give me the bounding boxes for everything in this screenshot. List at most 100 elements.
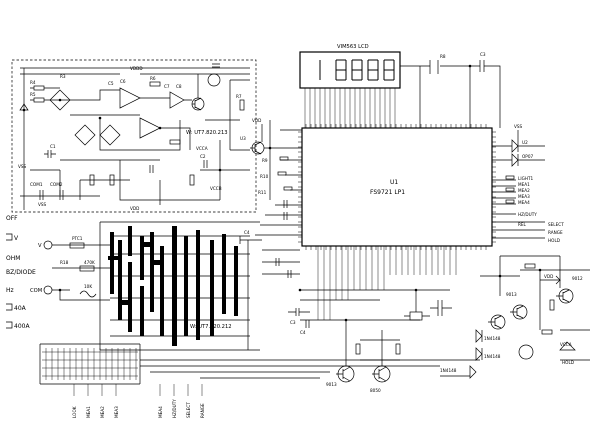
c7-label: C4 <box>300 330 306 335</box>
junction-dots <box>22 64 542 322</box>
lcd-pin-leads <box>304 88 396 128</box>
buzzer-br <box>559 341 590 361</box>
signal-wires-d <box>30 169 161 205</box>
r-bottom-a <box>355 343 361 355</box>
diode-bridge-3 <box>99 124 121 146</box>
diode-br-b <box>475 347 483 361</box>
q8-label: 8050 <box>370 388 381 393</box>
pin-label-hzduty: HZ/DUTY <box>518 212 537 217</box>
buzzer-br-label: HOLD <box>562 360 574 365</box>
input-v-label: V <box>38 243 42 249</box>
diode-br-a <box>475 329 483 343</box>
transistor-q6-br <box>518 344 534 360</box>
r-bottom-b <box>395 343 401 355</box>
func-off: OFF <box>6 215 18 222</box>
switch-contact-bar <box>110 232 114 294</box>
diode-bridge <box>49 89 71 111</box>
vss-right-label: VSS <box>514 124 523 129</box>
c-cluster <box>239 236 262 244</box>
module-label-212: W: UT7.820.212 <box>190 324 232 330</box>
switch-contact-bar <box>196 230 200 340</box>
resistor-r5 <box>109 174 115 186</box>
ptc1 <box>69 242 85 249</box>
switch-contact-bar <box>160 246 164 336</box>
module-r6-label: R6 <box>150 76 156 81</box>
opamp-u2 <box>119 87 141 109</box>
func-v: V <box>14 235 19 242</box>
cap-c4 <box>212 63 220 68</box>
r-pin-c <box>505 199 515 204</box>
signal-wires-e <box>205 79 250 151</box>
module-vcc-label: VDDD <box>130 66 143 71</box>
pin-label-mea4: MEA4 <box>518 200 530 205</box>
q3-br-label: 9013 <box>506 292 517 297</box>
r-wires <box>30 87 60 101</box>
crystal-wires <box>404 290 430 317</box>
pin-label-select: SELECT <box>548 222 564 227</box>
cap-c1 <box>44 150 56 158</box>
switch-contact-bar <box>108 256 118 260</box>
module-r4-label: R4 <box>30 80 36 85</box>
switch-contact-bar <box>128 226 132 256</box>
func-40a: 40A <box>14 305 27 312</box>
module-vdd-label: VDD <box>130 206 139 211</box>
fuse <box>79 290 97 298</box>
switch-contact-bar <box>234 246 238 316</box>
opamp-u3 <box>139 117 161 139</box>
module-vss-label: VSS <box>18 164 27 169</box>
signal-wires-a <box>60 74 199 101</box>
bottom-label-leads <box>73 384 203 396</box>
q1-symbol <box>250 141 262 155</box>
vdd-left-label: VDD <box>252 118 261 123</box>
q8-symbol <box>372 366 387 382</box>
bottom-signal-labels: LOOK MEA1 MEA2 MEA3 MEA4 HZ/DUTY SELECT … <box>72 399 205 418</box>
switch-contact-bar <box>120 300 130 305</box>
q4-br-symbol <box>510 305 524 319</box>
top-cap <box>470 60 501 128</box>
q3-br-symbol <box>488 315 502 329</box>
resistor-r6 <box>189 174 195 186</box>
resistor-r7 <box>239 99 245 111</box>
switch-contact-bar <box>140 236 144 280</box>
ic-left-wires <box>255 120 302 236</box>
d2-label: OP07 <box>522 154 533 159</box>
switch-contact-bar <box>128 262 132 332</box>
diode-br-a-label: 1N4148 <box>484 336 501 341</box>
r18 <box>79 265 95 272</box>
cap-c7 <box>305 320 310 328</box>
switch-contact-bar <box>140 286 144 336</box>
main-ic-ref: U1 <box>390 179 398 186</box>
ic-right-labels: LIGHT1 MEA1 MEA2 MEA3 MEA4 HZ/DUTY SELEC… <box>518 176 564 243</box>
resistor-r8 <box>169 139 181 145</box>
module-r5-label: R5 <box>30 92 36 97</box>
func-400a: 400A <box>14 323 30 330</box>
diode-br-b-label: 1N4148 <box>484 354 501 359</box>
input-terminal-com <box>43 285 53 295</box>
switch-contact-bar <box>222 234 226 314</box>
input-terminal-v <box>43 240 53 250</box>
pin-label-mea3: MEA3 <box>518 194 530 199</box>
ic-right-wires <box>492 179 545 239</box>
module-op07b-label: C8 <box>176 84 182 89</box>
bottom-label-hzduty: HZ/DUTY <box>172 399 177 418</box>
cap-c8 <box>430 300 452 316</box>
vcca-br-label: VCCA <box>560 342 572 347</box>
c5-label: C4 <box>244 230 250 235</box>
c6-label: C3 <box>290 320 296 325</box>
switch-frame <box>99 221 260 351</box>
switch-contact-bar <box>184 236 188 336</box>
main-ic-u1 <box>301 127 493 247</box>
bottom-label-mea4: MEA4 <box>158 406 163 418</box>
bottom-bus-lines <box>140 359 480 379</box>
lcd-display <box>299 51 401 89</box>
switch-contact-bar <box>150 260 162 265</box>
ic-bottom-leads <box>317 246 457 320</box>
r-br-a <box>524 263 536 269</box>
diode-br-c-label: 1N4148 <box>440 368 457 373</box>
func-hz: Hz <box>6 287 14 294</box>
r-left-b <box>277 171 287 176</box>
vdd-br-label: VDD <box>544 274 553 279</box>
c-left-pair <box>283 200 288 220</box>
switch-caps <box>275 258 292 278</box>
